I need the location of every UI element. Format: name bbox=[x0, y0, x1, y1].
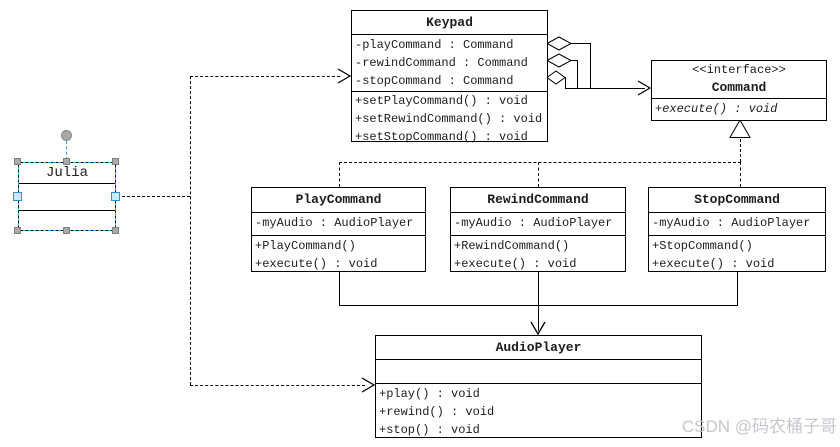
aggregation-line bbox=[571, 60, 578, 61]
class-box-rewindcommand[interactable]: RewindCommand -myAudio : AudioPlayer +Re… bbox=[450, 187, 626, 272]
attribute-row: -playCommand : Command bbox=[355, 38, 514, 52]
dependency-line bbox=[190, 385, 365, 386]
stereotype-label: <<interface>> bbox=[692, 63, 786, 77]
attributes-compartment: -playCommand : Command -rewindCommand : … bbox=[352, 35, 547, 92]
methods-compartment: +StopCommand() +execute() : void bbox=[649, 236, 825, 273]
aggregation-line bbox=[571, 43, 591, 44]
class-title: Keypad bbox=[352, 11, 547, 35]
connection-handle-right[interactable] bbox=[111, 192, 120, 201]
method-row: +execute() : void bbox=[652, 257, 775, 271]
method-row: +execute() : void bbox=[655, 102, 778, 116]
realization-triangle-icon bbox=[729, 119, 751, 138]
attribute-row: -stopCommand : Command bbox=[355, 74, 514, 88]
aggregation-diamond-icon bbox=[546, 70, 566, 85]
class-title: Julia bbox=[19, 163, 115, 184]
methods-compartment: +execute() : void bbox=[652, 99, 826, 120]
open-arrowhead-icon bbox=[337, 68, 351, 84]
method-row: +RewindCommand() bbox=[454, 239, 570, 253]
attribute-row: -myAudio : AudioPlayer bbox=[454, 216, 613, 230]
method-row: +StopCommand() bbox=[652, 239, 753, 253]
method-row: +execute() : void bbox=[454, 257, 577, 271]
attributes-compartment bbox=[19, 184, 115, 211]
connection-handle-left[interactable] bbox=[13, 192, 22, 201]
open-arrowhead-icon bbox=[361, 377, 375, 393]
method-row: +stop() : void bbox=[379, 423, 480, 437]
association-line bbox=[538, 271, 539, 331]
realization-line bbox=[740, 139, 741, 162]
interface-title: <<interface>> Command bbox=[652, 61, 826, 99]
realization-line bbox=[339, 162, 741, 163]
dependency-line bbox=[190, 76, 191, 385]
aggregation-line bbox=[577, 60, 578, 89]
methods-compartment: +PlayCommand() +execute() : void bbox=[252, 236, 425, 273]
attribute-row: -myAudio : AudioPlayer bbox=[652, 216, 811, 230]
dependency-line bbox=[190, 76, 340, 77]
aggregation-line bbox=[565, 88, 645, 89]
association-line bbox=[737, 271, 738, 306]
class-title: PlayCommand bbox=[252, 188, 425, 213]
watermark: CSDN @码农桶子哥 bbox=[681, 417, 837, 436]
class-title: Command bbox=[711, 80, 767, 95]
attributes-compartment bbox=[376, 360, 701, 384]
resize-handle-bottom-left[interactable] bbox=[14, 227, 21, 234]
aggregation-line bbox=[590, 43, 591, 89]
attribute-row: -myAudio : AudioPlayer bbox=[255, 216, 414, 230]
method-row: +execute() : void bbox=[255, 257, 378, 271]
class-title: RewindCommand bbox=[451, 188, 625, 213]
open-arrowhead-icon bbox=[637, 80, 651, 96]
aggregation-diamond-icon bbox=[546, 36, 572, 51]
method-row: +setRewindCommand() : void bbox=[355, 112, 543, 126]
selection-outline bbox=[18, 162, 116, 231]
association-line bbox=[339, 271, 340, 306]
aggregation-diamond-icon bbox=[546, 53, 572, 68]
method-row: +setPlayCommand() : void bbox=[355, 94, 528, 108]
class-title: AudioPlayer bbox=[376, 336, 701, 360]
realization-line bbox=[339, 162, 340, 187]
resize-handle-top-center[interactable] bbox=[63, 158, 70, 165]
class-title: StopCommand bbox=[649, 188, 825, 213]
class-box-stopcommand[interactable]: StopCommand -myAudio : AudioPlayer +Stop… bbox=[648, 187, 826, 272]
method-row: +PlayCommand() bbox=[255, 239, 356, 253]
method-row: +setStopCommand() : void bbox=[355, 130, 528, 144]
realization-line bbox=[538, 162, 539, 187]
attributes-compartment: -myAudio : AudioPlayer bbox=[451, 213, 625, 236]
methods-compartment: +RewindCommand() +execute() : void bbox=[451, 236, 625, 273]
attributes-compartment: -myAudio : AudioPlayer bbox=[252, 213, 425, 236]
down-arrowhead-icon bbox=[530, 321, 546, 335]
attributes-compartment: -myAudio : AudioPlayer bbox=[649, 213, 825, 236]
method-row: +rewind() : void bbox=[379, 405, 495, 419]
rotation-handle-line bbox=[66, 141, 67, 160]
aggregation-line bbox=[565, 77, 566, 89]
class-box-audioplayer[interactable]: AudioPlayer +play() : void +rewind() : v… bbox=[375, 335, 702, 438]
class-box-playcommand[interactable]: PlayCommand -myAudio : AudioPlayer +Play… bbox=[251, 187, 426, 272]
resize-handle-bottom-center[interactable] bbox=[63, 227, 70, 234]
rotation-handle[interactable] bbox=[61, 130, 72, 141]
resize-handle-bottom-right[interactable] bbox=[112, 227, 119, 234]
method-row: +play() : void bbox=[379, 387, 480, 401]
realization-line bbox=[740, 162, 741, 187]
resize-handle-top-left[interactable] bbox=[14, 158, 21, 165]
attribute-row: -rewindCommand : Command bbox=[355, 56, 528, 70]
methods-compartment: +setPlayCommand() : void +setRewindComma… bbox=[352, 92, 547, 146]
class-box-keypad[interactable]: Keypad -playCommand : Command -rewindCom… bbox=[351, 10, 548, 144]
resize-handle-top-right[interactable] bbox=[112, 158, 119, 165]
dependency-line bbox=[122, 196, 190, 197]
methods-compartment: +play() : void +rewind() : void +stop() … bbox=[376, 384, 701, 439]
interface-box-command[interactable]: <<interface>> Command +execute() : void bbox=[651, 60, 827, 121]
